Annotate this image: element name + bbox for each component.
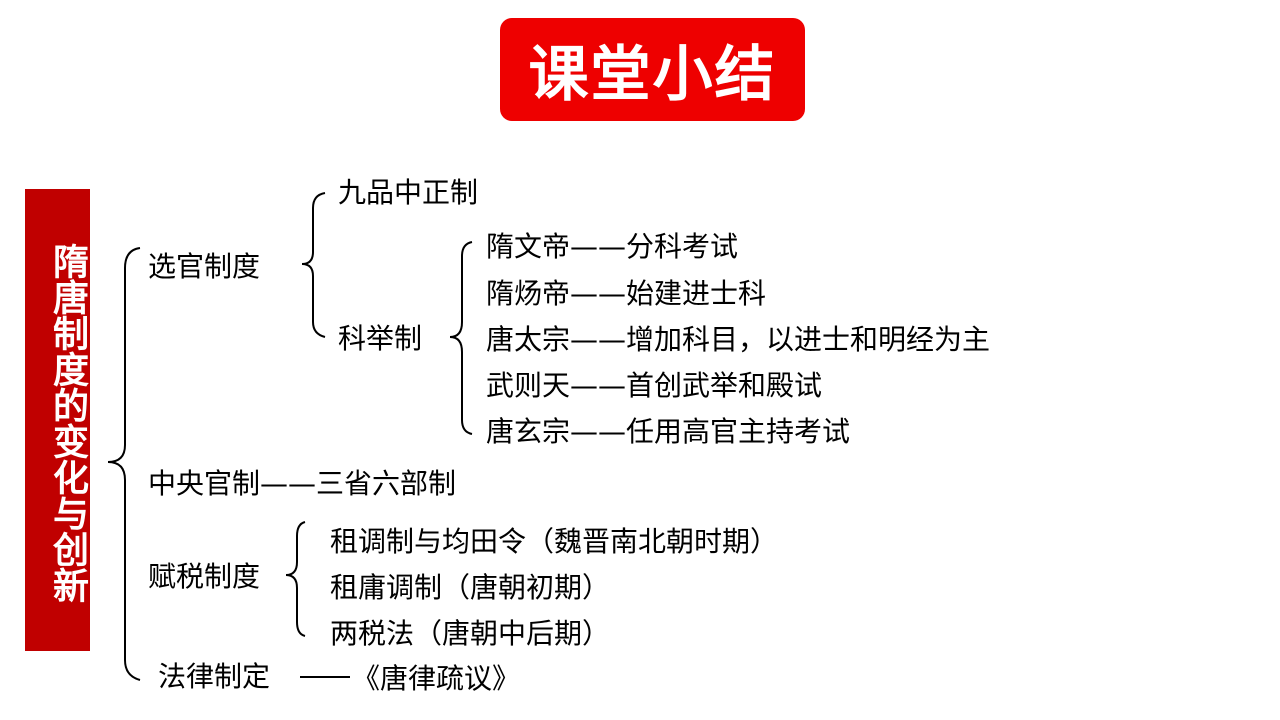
tax-brace: [285, 521, 306, 637]
topic-title: 隋唐制度的变化与创新: [47, 243, 89, 603]
tax-item: 两税法（唐朝中后期）: [330, 617, 611, 650]
selection-label: 选官制度: [148, 250, 261, 283]
page-title: 课堂小结: [528, 40, 777, 110]
law-label: 法律制定: [158, 660, 271, 693]
tax-item: 租调制与均田令（魏晋南北朝时期）: [330, 525, 779, 558]
keju-label: 科举制: [338, 322, 423, 355]
title-banner: 课堂小结: [500, 18, 805, 121]
jiupin-label: 九品中正制: [338, 176, 479, 209]
keju-item: 隋文帝——分科考试: [486, 230, 739, 263]
keju-item: 武则天——首创武举和殿试: [486, 369, 823, 402]
central-label: 中央官制——三省六部制: [148, 467, 457, 500]
keju-item: 隋炀帝——始建进士科: [486, 277, 767, 310]
tax-item: 租庸调制（唐朝初期）: [330, 571, 611, 604]
law-value: 《唐律疏议》: [352, 662, 521, 695]
keju-brace: [449, 241, 473, 435]
tax-label: 赋税制度: [148, 560, 261, 593]
selection-brace: [301, 192, 326, 338]
keju-item: 唐太宗——增加科目，以进士和明经为主: [486, 323, 991, 356]
main-brace: [107, 247, 141, 681]
keju-item: 唐玄宗——任用高官主持考试: [486, 415, 851, 448]
topic-banner: 隋唐制度的变化与创新: [25, 189, 90, 651]
